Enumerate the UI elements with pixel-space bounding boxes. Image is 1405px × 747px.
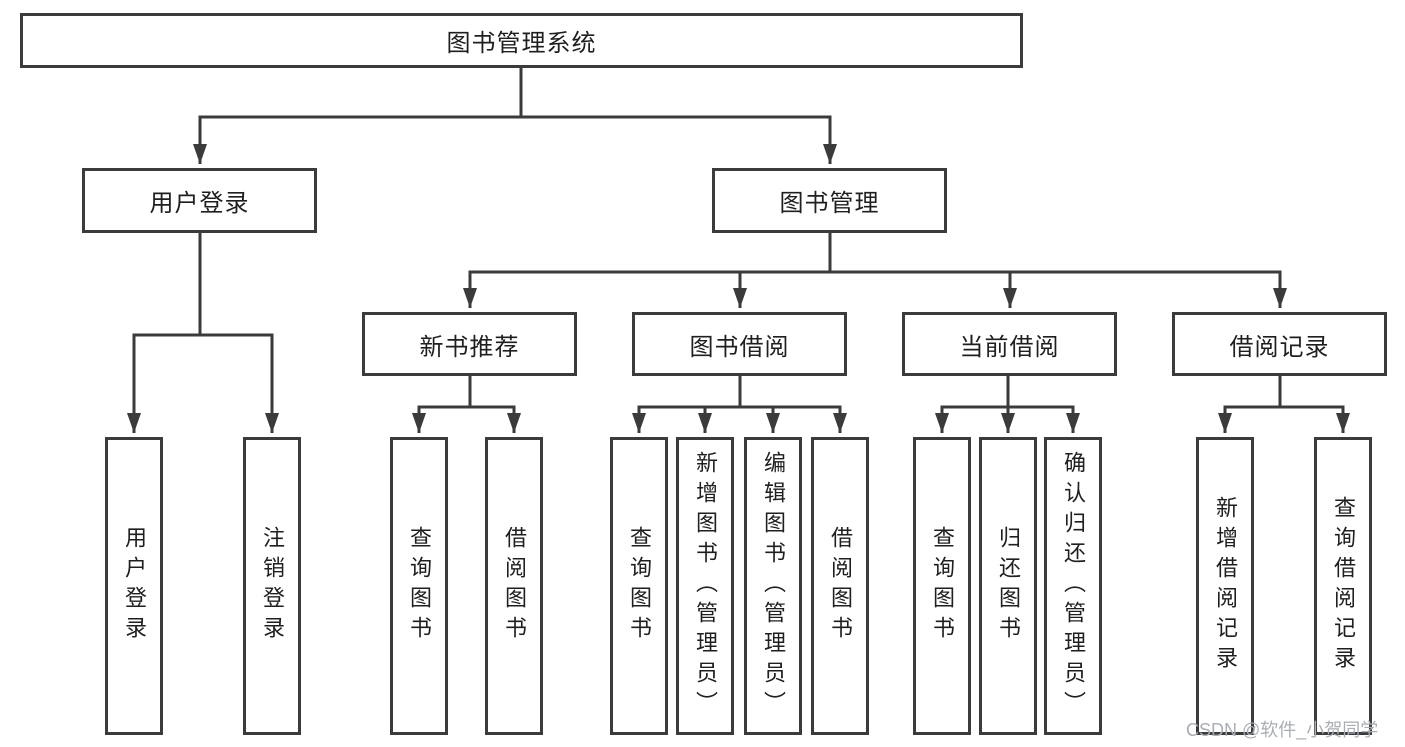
leaf-recommend-query-books: 查询图书 — [390, 437, 448, 735]
leaf-records-query-record: 查询借阅记录 — [1314, 437, 1372, 735]
node-book-management: 图书管理 — [712, 168, 947, 233]
leaf-logout: 注销登录 — [243, 437, 301, 735]
leaf-records-add-record: 新增借阅记录 — [1196, 437, 1254, 735]
node-new-book-recommend: 新书推荐 — [362, 312, 577, 376]
node-borrow-records: 借阅记录 — [1172, 312, 1387, 376]
node-current-borrow: 当前借阅 — [902, 312, 1117, 376]
leaf-current-return-books: 归还图书 — [979, 437, 1037, 735]
node-user-login: 用户登录 — [82, 168, 317, 233]
node-root: 图书管理系统 — [20, 13, 1023, 68]
node-book-management-label: 图书管理 — [779, 190, 880, 217]
leaf-recommend-borrow-books: 借阅图书 — [485, 437, 543, 735]
connector-current-branch — [935, 376, 1080, 433]
node-book-borrow: 图书借阅 — [632, 312, 847, 376]
leaf-borrow-edit-books-admin: 编辑图书（管理员） — [744, 437, 802, 735]
node-book-borrow-label: 图书借阅 — [689, 333, 790, 361]
connector-borrow-branch — [632, 376, 847, 433]
watermark: CSDN @软件_小贺同学 — [1186, 720, 1379, 740]
connector-management-to-level3 — [463, 233, 1287, 308]
connector-root-to-level2 — [193, 68, 837, 164]
leaf-borrow-borrow-books: 借阅图书 — [811, 437, 869, 735]
leaf-borrow-add-books-admin: 新增图书（管理员） — [676, 437, 734, 735]
connector-records-branch — [1218, 376, 1350, 433]
leaf-current-confirm-return-admin: 确认归还（管理员） — [1044, 437, 1102, 735]
node-current-borrow-label: 当前借阅 — [959, 333, 1060, 361]
leaf-current-query-books: 查询图书 — [913, 437, 971, 735]
connector-recommend-branch — [412, 376, 521, 433]
node-new-book-recommend-label: 新书推荐 — [419, 333, 520, 361]
leaf-user-login: 用户登录 — [105, 437, 163, 735]
node-user-login-label: 用户登录 — [149, 190, 250, 217]
leaf-borrow-query-books: 查询图书 — [610, 437, 668, 735]
node-borrow-records-label: 借阅记录 — [1229, 333, 1330, 361]
connector-login-branch — [127, 233, 279, 433]
node-root-label: 图书管理系统 — [446, 30, 597, 57]
